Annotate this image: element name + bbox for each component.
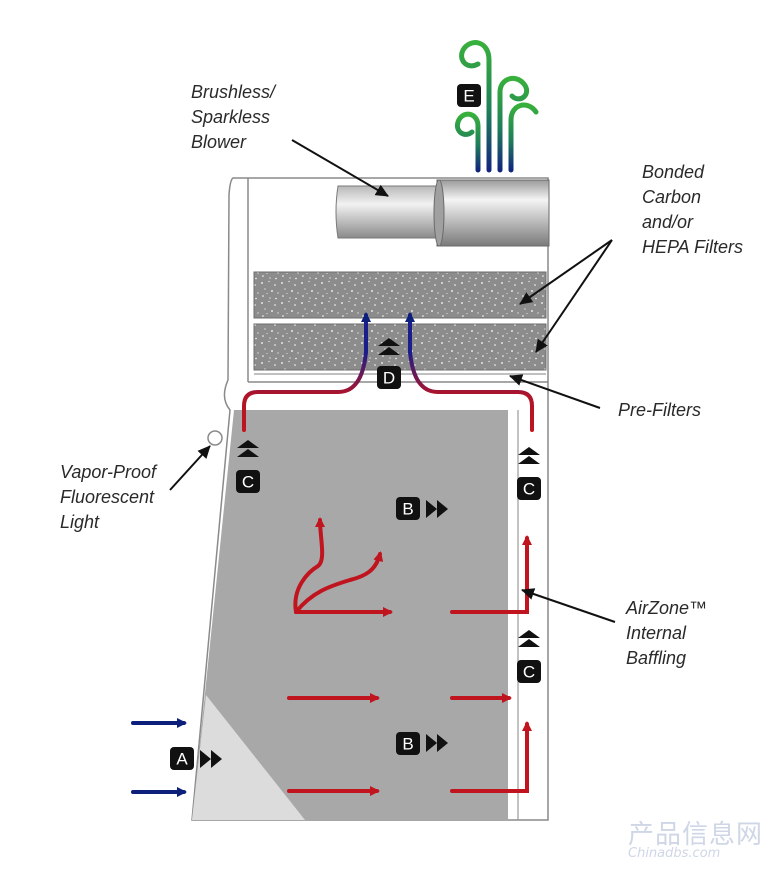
- chevron-up-icon: [237, 449, 259, 457]
- marker-badge-d: D: [377, 366, 401, 389]
- marker-badge-box: [236, 470, 260, 493]
- marker-badge-letter: B: [402, 735, 413, 754]
- marker-badge-letter: A: [176, 750, 188, 769]
- chevron-right-icon: [200, 750, 211, 768]
- label-prefilters: Pre-Filters: [618, 398, 701, 423]
- chevron-up-icon: [518, 456, 540, 464]
- marker-badge-box: [517, 477, 541, 500]
- filter-stack: [253, 271, 547, 375]
- label-baffling-line: AirZone™: [626, 598, 708, 618]
- marker-badge-e: E: [457, 84, 481, 107]
- intake-arrows: [131, 718, 187, 797]
- chevron-up-icon: [237, 440, 259, 448]
- label-light-line: Light: [60, 512, 100, 532]
- label-filters-line: Bonded: [642, 162, 705, 182]
- marker-badge-letter: C: [242, 473, 254, 492]
- label-filters: Bonded Carbon and/or HEPA Filters: [642, 160, 743, 260]
- marker-badge-b: B: [396, 732, 420, 755]
- marker-badge-c: C: [517, 660, 541, 683]
- chevron-right-icon: [426, 500, 437, 518]
- marker-badge-letter: C: [523, 663, 535, 682]
- marker-badge-box: [396, 732, 420, 755]
- marker-badge-a: A: [170, 747, 194, 770]
- label-blower-line: Sparkless: [191, 107, 271, 127]
- marker-badge-b: B: [396, 497, 420, 520]
- label-light-line: Fluorescent: [60, 487, 155, 507]
- label-blower-line: Brushless/: [191, 82, 276, 102]
- chevron-up-icon: [518, 447, 540, 455]
- watermark-cn: 产品信息网: [628, 820, 764, 850]
- callout-pointers: [169, 139, 616, 623]
- marker-badge-c: C: [236, 470, 260, 493]
- chevron-up-icon: [378, 347, 400, 355]
- blower-assembly: [335, 179, 550, 247]
- chevron-up-icon: [518, 630, 540, 638]
- label-baffling: AirZone™ Internal Baffling: [626, 596, 707, 671]
- label-blower-line: Blower: [191, 132, 247, 152]
- marker-badge-box: [396, 497, 420, 520]
- label-filters-line: HEPA Filters: [642, 237, 744, 257]
- label-baffling-line: Internal: [626, 623, 687, 643]
- label-light: Vapor-Proof Fluorescent Light: [60, 460, 156, 535]
- label-filters-line: and/or: [642, 212, 694, 232]
- label-blower: Brushless/ Sparkless Blower: [191, 80, 275, 155]
- label-prefilters-line: Pre-Filters: [618, 400, 702, 420]
- light-fixture: [207, 430, 223, 446]
- marker-badge-letter: D: [383, 369, 395, 388]
- marker-badges: E D C C C B B A: [170, 84, 541, 770]
- chevron-right-icon: [211, 750, 222, 768]
- marker-badge-letter: B: [402, 500, 413, 519]
- marker-badge-box: [170, 747, 194, 770]
- marker-badge-c: C: [517, 477, 541, 500]
- chevron-up-icon: [378, 338, 400, 346]
- chevron-right-icon: [437, 500, 448, 518]
- marker-badge-box: [517, 660, 541, 683]
- label-filters-line: Carbon: [642, 187, 702, 207]
- chevron-right-icon: [437, 734, 448, 752]
- clean-air-exhaust: [454, 40, 539, 173]
- marker-badge-letter: C: [523, 480, 535, 499]
- marker-badge-box: [377, 366, 401, 389]
- airflow-arrows: [242, 312, 534, 796]
- chevron-right-icon: [426, 734, 437, 752]
- direction-chevrons: [200, 338, 540, 768]
- label-baffling-line: Baffling: [626, 648, 687, 668]
- marker-badge-letter: E: [463, 87, 474, 106]
- watermark-en: Chinadbs.com: [628, 846, 721, 861]
- label-light-line: Vapor-Proof: [60, 462, 157, 482]
- chevron-up-icon: [518, 639, 540, 647]
- marker-badge-box: [457, 84, 481, 107]
